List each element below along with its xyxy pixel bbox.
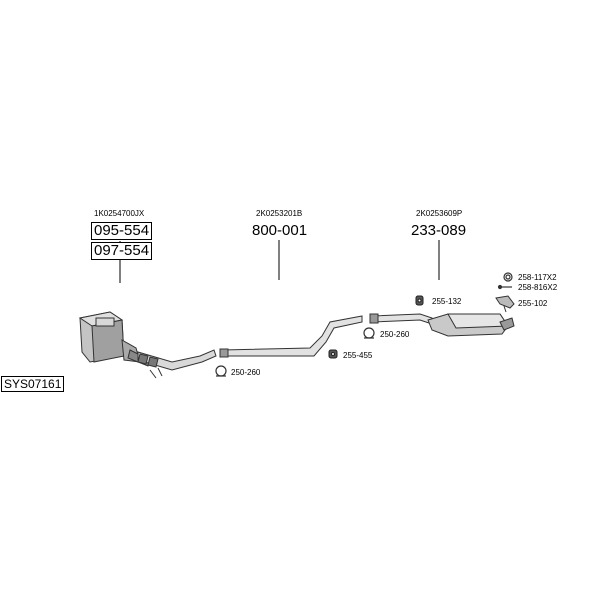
bracket-icon (495, 295, 515, 313)
label-clamp-mid[interactable]: 250-260 (380, 330, 410, 339)
label-clamp-front[interactable]: 250-260 (231, 368, 261, 377)
middle-pipe (219, 315, 363, 358)
clamp-icon-front (215, 365, 227, 377)
part-number-rear-silencer[interactable]: 233-089 (411, 222, 467, 239)
label-bolt[interactable]: 258-816X2 (518, 283, 558, 292)
part-oem-dpf: 1K0254700JX (94, 209, 145, 218)
clamp-icon-mid (363, 327, 375, 339)
ring-icon (503, 272, 513, 282)
part-number-dpf-1[interactable]: 095-554 (91, 222, 153, 240)
front-pipe (137, 349, 217, 379)
diagram-code: SYS07161 (1, 376, 65, 392)
part-number-middle-pipe[interactable]: 800-001 (252, 222, 308, 239)
label-ring[interactable]: 258-117X2 (518, 273, 557, 282)
rear-silencer (369, 313, 515, 337)
part-oem-rear-silencer: 2K0253609P (416, 209, 463, 218)
dpf-converter (78, 311, 151, 367)
label-hanger-mid[interactable]: 255-455 (343, 351, 373, 360)
hanger-icon-mid (328, 349, 338, 359)
part-oem-middle-pipe: 2K0253201B (256, 209, 303, 218)
bolt-icon (497, 284, 512, 290)
part-number-dpf-2[interactable]: 097-554 (91, 242, 153, 260)
hanger-icon-rear (415, 295, 424, 306)
label-bracket[interactable]: 255-102 (518, 299, 548, 308)
label-hanger-rear[interactable]: 255-132 (432, 297, 462, 306)
